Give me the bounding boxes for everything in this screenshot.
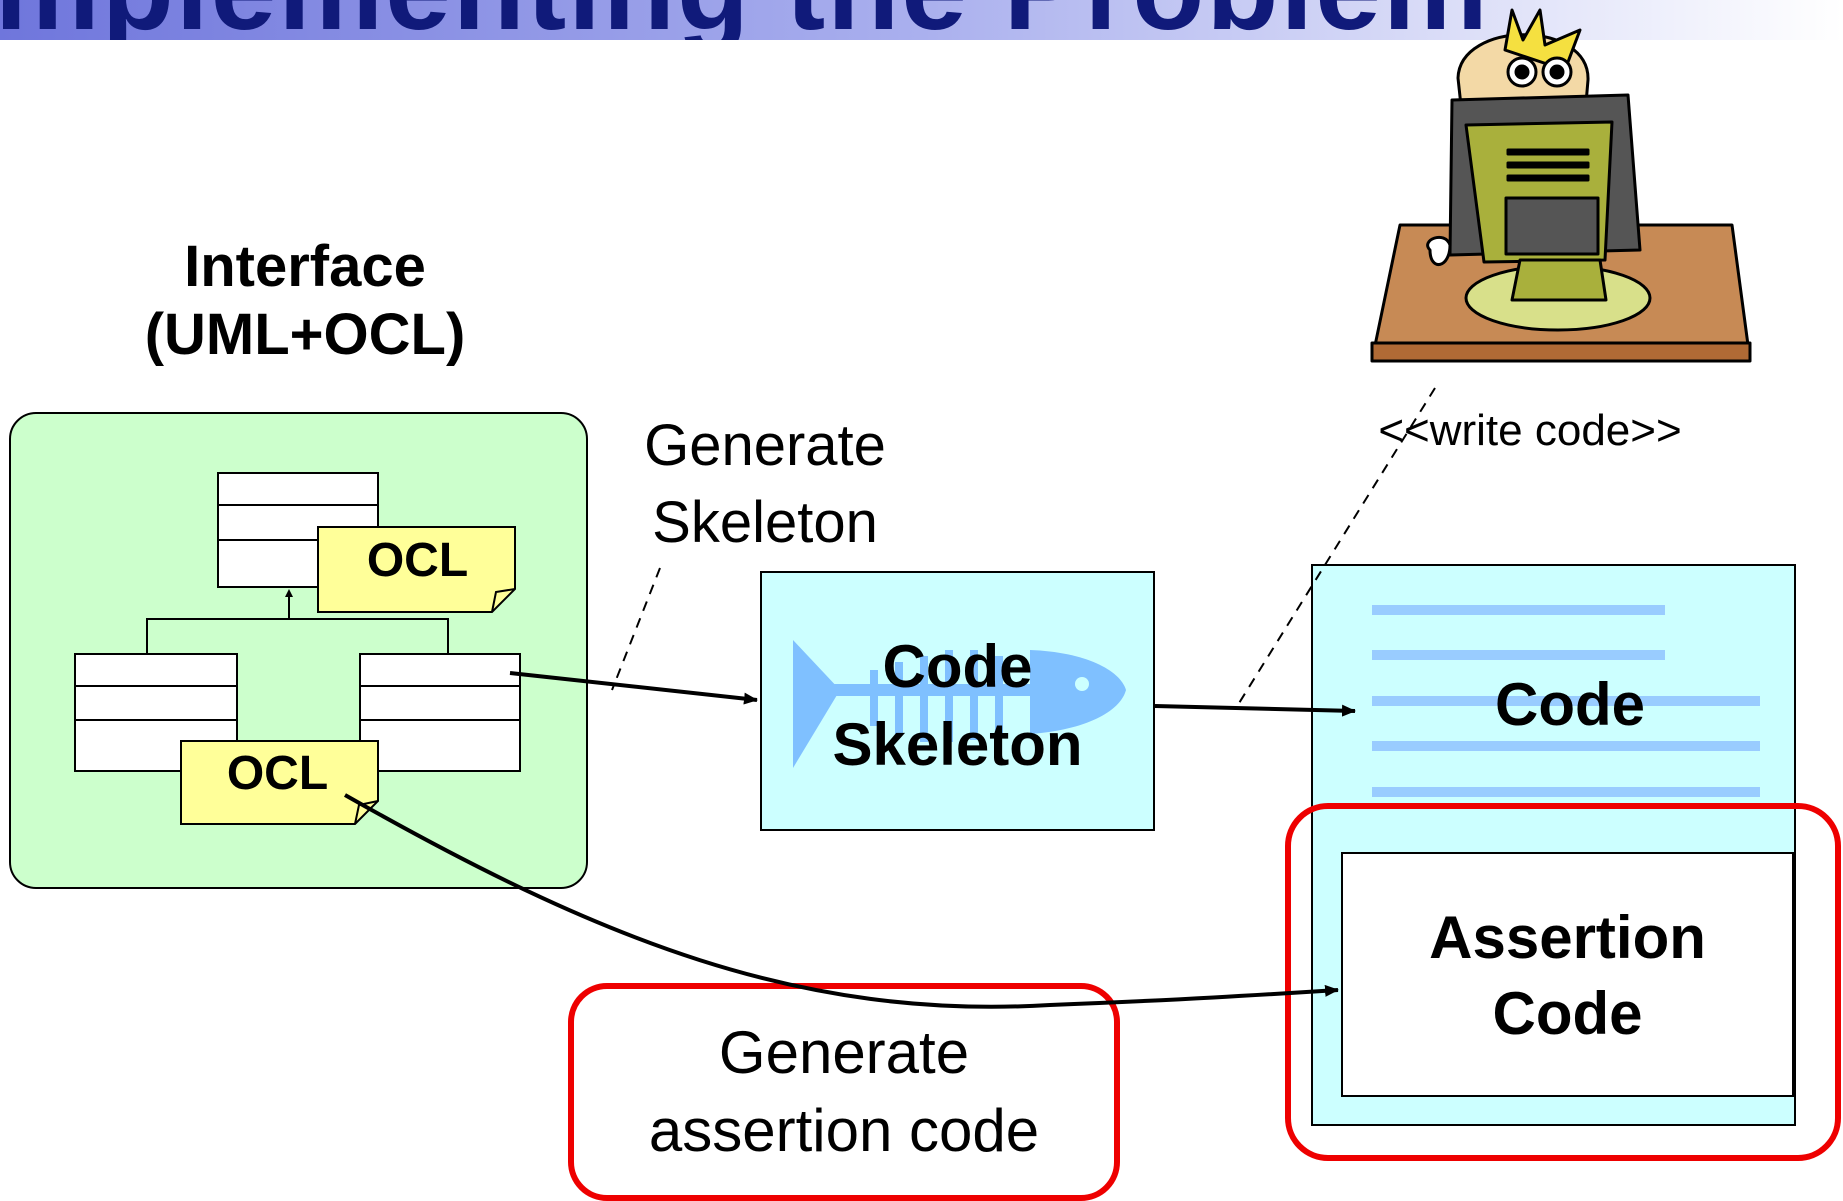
assertion-highlight [1285,803,1841,1161]
assertion-code-label: Assertion Code [1342,900,1793,1052]
inheritance-connector [146,589,449,654]
generate-assertion-line2: assertion code [648,1097,1040,1164]
generate-assertion-line1: Generate [718,1019,970,1086]
interface-title-line2: (UML+OCL) [144,302,466,367]
interface-title: Interface (UML+OCL) [80,233,530,369]
code-lines [1372,605,1760,797]
ocl-note-top-fold [491,588,516,613]
generate-skeleton-line2: Skeleton [652,490,878,555]
ocl-note-bottom [180,740,379,825]
fish-skeleton-icon [793,640,1126,768]
code-skeleton-line2: Skeleton [832,711,1083,778]
arrow-ocl-to-assertion [344,793,1339,1009]
code-skeleton-line1: Code [882,633,1033,700]
generate-assertion-label: Generate assertion code [571,1014,1117,1170]
write-code-label: <<write code>> [1378,406,1682,455]
ocl-label-top: OCL [366,534,469,587]
code-skeleton-label: Code Skeleton [761,628,1154,784]
assertion-code-line2: Code [1492,980,1643,1047]
programmer-icon [1370,8,1752,363]
slide-title: Implementing the Problem [0,0,1843,40]
generate-skeleton-line1: Generate [644,413,886,478]
dashed-callout-skeleton [611,567,661,691]
assertion-code-line1: Assertion [1429,904,1706,971]
uml-class-right [359,653,521,772]
arrow-skeleton-to-code [1154,704,1356,717]
generate-assertion-highlight [568,983,1120,1201]
generate-skeleton-label: Generate Skeleton [615,407,915,561]
ocl-note-top [317,526,516,613]
assertion-code-box [1341,852,1794,1097]
code-label: Code [1495,671,1645,738]
arrow-interface-to-skeleton [509,671,758,705]
dashed-callout-write-code [1235,387,1436,709]
interface-title-line1: Interface [184,234,426,299]
ocl-label-bottom: OCL [226,747,329,800]
